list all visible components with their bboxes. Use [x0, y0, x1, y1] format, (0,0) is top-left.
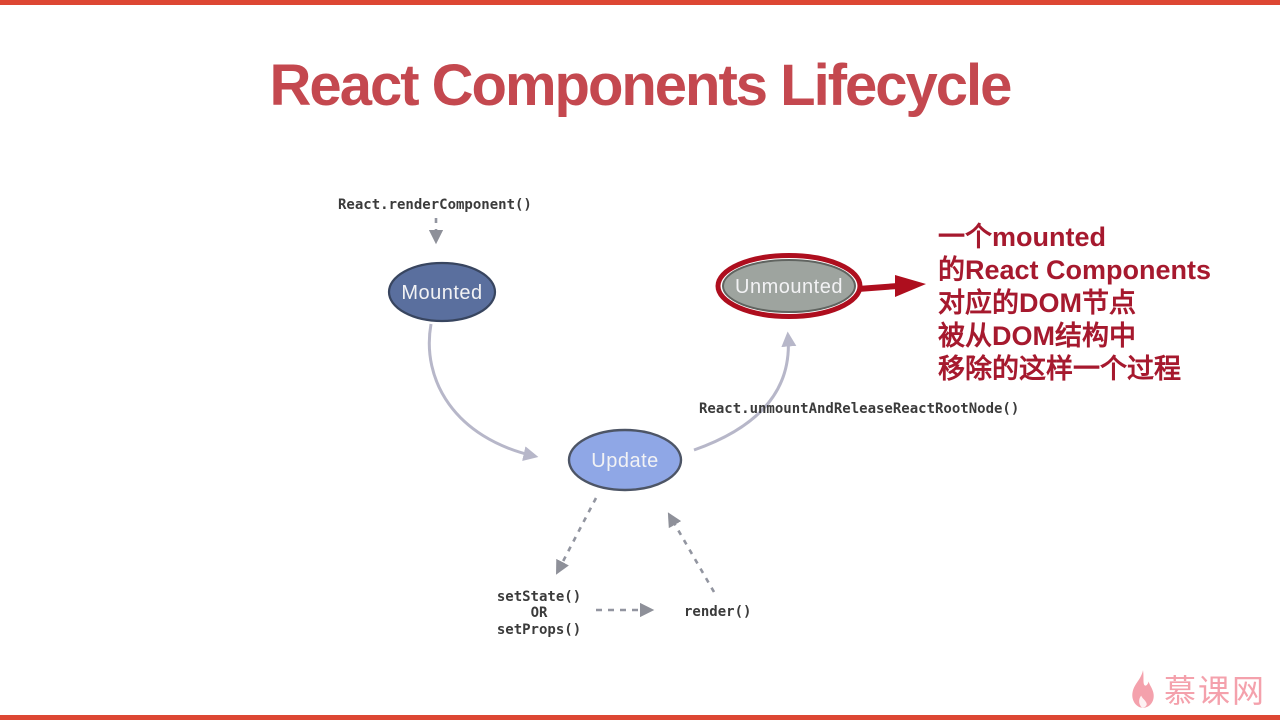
node-update: [567, 428, 683, 492]
annotation-line: 对应的DOM节点: [938, 288, 1136, 318]
dashed-arrow-update-to-setstate: [556, 497, 598, 575]
annotation-line: 的React Components: [938, 255, 1212, 285]
render-component-label: React.renderComponent(): [338, 197, 532, 213]
node-update-label: Update: [591, 450, 659, 472]
page-title: React Components Lifecycle: [269, 53, 1013, 118]
watermark: 慕课网: [1127, 666, 1266, 712]
annotation-line: 被从DOM结构中: [938, 321, 1136, 351]
or-label: OR: [531, 605, 548, 621]
annotation-text: 一个mounted 的React Components 对应的DOM节点 被从D…: [938, 221, 1268, 386]
curve-mounted-to-update: [427, 323, 539, 461]
node-mounted: [387, 261, 497, 323]
flame-icon: [1132, 670, 1154, 708]
node-unmounted: [722, 259, 856, 313]
bottom-edge-line: [0, 715, 1280, 720]
annotation-line: 移除的这样一个过程: [938, 354, 1181, 384]
unmount-label: React.unmountAndReleaseReactRootNode(): [699, 401, 1019, 417]
render-label: render(): [684, 604, 751, 620]
watermark-text: 慕课网: [1163, 673, 1266, 709]
node-mounted-label: Mounted: [401, 282, 482, 304]
node-unmounted-label: Unmounted: [735, 276, 843, 298]
setprops-label: setProps(): [497, 622, 581, 638]
dashed-arrow-render-to-update: [667, 512, 716, 593]
annotation-arrow-shaft: [857, 283, 899, 292]
annotation-line: 一个mounted: [938, 222, 1106, 252]
top-edge-line: [0, 0, 1280, 5]
curve-update-to-unmounted: [693, 331, 797, 452]
setstate-label: setState(): [497, 589, 581, 605]
annotation-arrow-head: [895, 275, 926, 297]
